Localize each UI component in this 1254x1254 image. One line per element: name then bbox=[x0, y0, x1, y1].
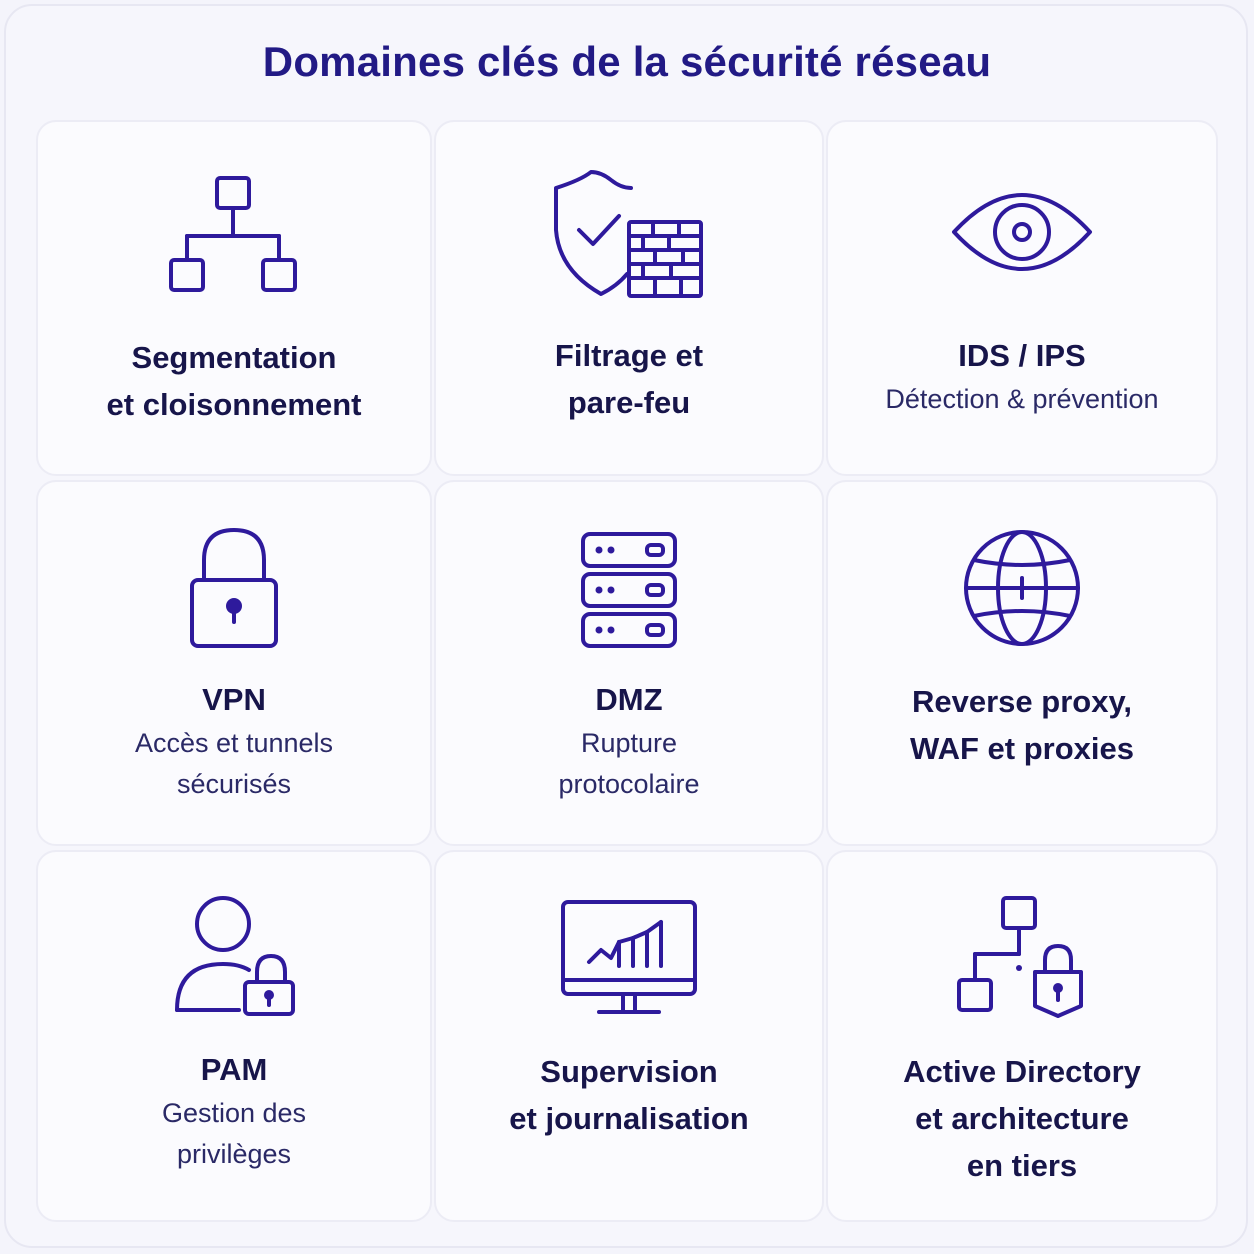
card-heading-line: WAF et proxies bbox=[910, 731, 1134, 766]
padlock-icon bbox=[38, 526, 430, 650]
card-heading-line: Reverse proxy, bbox=[912, 684, 1132, 719]
server-rack-icon bbox=[436, 530, 822, 650]
globe-icon bbox=[828, 528, 1216, 648]
card-heading-line: IDS / IPS bbox=[958, 338, 1086, 373]
card-active-directory: Active Directory et architecture en tier… bbox=[826, 850, 1218, 1222]
card-filtrage: Filtrage et pare-feu bbox=[434, 120, 824, 476]
card-heading-line: Active Directory bbox=[903, 1054, 1141, 1089]
card-subtitle-line: privilèges bbox=[176, 1139, 292, 1169]
card-heading-line: VPN bbox=[202, 682, 266, 717]
card-subtitle-line: Accès et tunnels bbox=[134, 728, 334, 758]
card-subtitle-line: protocolaire bbox=[558, 769, 700, 799]
card-subtitle-line: Détection & prévention bbox=[885, 384, 1159, 414]
eye-icon bbox=[828, 184, 1216, 280]
card-heading-line: et cloisonnement bbox=[106, 387, 362, 422]
card-heading-line: PAM bbox=[200, 1052, 268, 1087]
card-heading-line: pare-feu bbox=[567, 385, 691, 420]
card-ids-ips: IDS / IPS Détection & prévention bbox=[826, 120, 1218, 476]
monitor-chart-icon bbox=[436, 898, 822, 1016]
card-heading-line: et journalisation bbox=[509, 1101, 749, 1136]
card-heading-line: DMZ bbox=[595, 682, 663, 717]
card-subtitle-line: Gestion des bbox=[161, 1098, 307, 1128]
card-heading-line: Supervision bbox=[540, 1054, 718, 1089]
card-heading-line: Segmentation bbox=[131, 340, 337, 375]
card-heading-line: en tiers bbox=[966, 1148, 1078, 1183]
card-dmz: DMZ Rupture protocolaire bbox=[434, 480, 824, 846]
card-subtitle-line: sécurisés bbox=[176, 769, 292, 799]
directory-lock-icon bbox=[828, 894, 1216, 1018]
card-heading-line: Filtrage et bbox=[554, 338, 704, 373]
card-subtitle-line: Rupture bbox=[580, 728, 678, 758]
card-heading-line: et architecture bbox=[915, 1101, 1129, 1136]
card-supervision: Supervision et journalisation bbox=[434, 850, 824, 1222]
shield-firewall-icon bbox=[436, 170, 822, 298]
page-title: Domaines clés de la sécurité réseau bbox=[262, 38, 992, 85]
card-vpn: VPN Accès et tunnels sécurisés bbox=[36, 480, 432, 846]
card-pam: PAM Gestion des privilèges bbox=[36, 850, 432, 1222]
card-segmentation: Segmentation et cloisonnement bbox=[36, 120, 432, 476]
network-hierarchy-icon bbox=[38, 174, 430, 294]
card-reverse-proxy: Reverse proxy, WAF et proxies bbox=[826, 480, 1218, 846]
user-lock-icon bbox=[38, 894, 430, 1018]
